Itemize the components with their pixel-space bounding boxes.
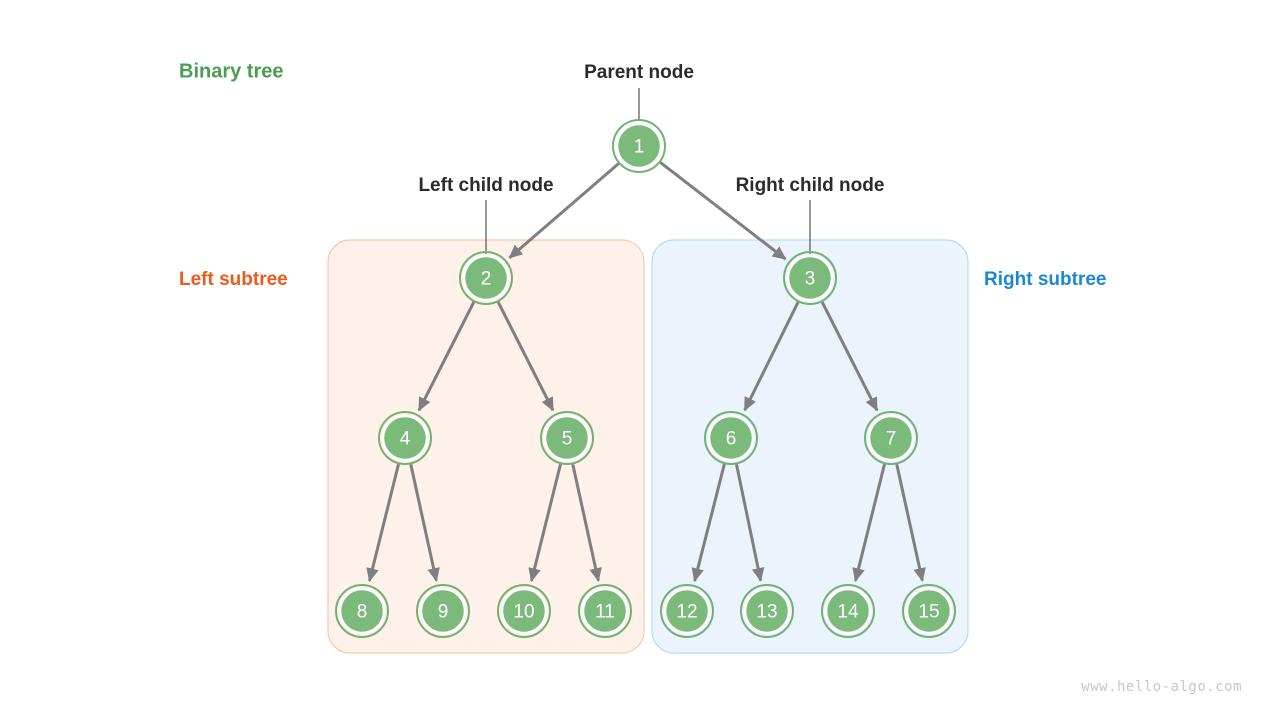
node-circle [500, 587, 548, 635]
node-outer-ring [497, 584, 551, 638]
node-outer-ring [459, 251, 513, 305]
node-circle [905, 587, 953, 635]
tree-edge-6-to-13 [735, 464, 765, 582]
tree-node-6[interactable]: 6 [704, 411, 758, 465]
tree-edge-3-to-7 [820, 301, 879, 412]
node-outer-ring [902, 584, 956, 638]
tree-node-5[interactable]: 5 [540, 411, 594, 465]
tree-edge-7-to-15 [895, 464, 926, 582]
tree-node-8[interactable]: 8 [335, 584, 389, 638]
node-outer-ring [864, 411, 918, 465]
node-value-label: 10 [513, 602, 534, 623]
node-outer-ring [783, 251, 837, 305]
left-subtree-label: Left subtree [179, 269, 288, 290]
node-outer-ring [821, 584, 875, 638]
node-value-label: 3 [805, 269, 816, 290]
node-value-label: 8 [357, 602, 368, 623]
tree-node-12[interactable]: 12 [660, 584, 714, 638]
tree-edge-1-to-2 [508, 162, 620, 259]
node-value-label: 9 [438, 602, 449, 623]
tree-node-2[interactable]: 2 [459, 251, 513, 305]
tree-edge-4-to-9 [409, 464, 440, 582]
node-value-label: 1 [634, 137, 645, 158]
node-circle [615, 122, 663, 170]
tree-edge-1-to-3 [659, 161, 787, 261]
node-circle [381, 414, 429, 462]
node-outer-ring [416, 584, 470, 638]
node-outer-ring [612, 119, 666, 173]
parent-node-callout: Parent node [584, 62, 694, 83]
node-outer-ring [540, 411, 594, 465]
node-circle [419, 587, 467, 635]
tree-edge-2-to-4 [417, 301, 476, 412]
node-circle [663, 587, 711, 635]
tree-node-10[interactable]: 10 [497, 584, 551, 638]
tree-edge-5-to-11 [571, 464, 602, 582]
node-circle [867, 414, 915, 462]
tree-node-4[interactable]: 4 [378, 411, 432, 465]
node-circle [707, 414, 755, 462]
tree-node-9[interactable]: 9 [416, 584, 470, 638]
callout-leaders [485, 88, 811, 254]
node-circle [581, 587, 629, 635]
tree-node-7[interactable]: 7 [864, 411, 918, 465]
node-circle [824, 587, 872, 635]
tree-edges [366, 161, 926, 583]
node-outer-ring [740, 584, 794, 638]
right-child-node-callout: Right child node [736, 175, 885, 196]
node-value-label: 2 [481, 269, 492, 290]
node-value-label: 11 [595, 602, 615, 623]
tree-edge-6-to-12 [691, 463, 726, 583]
left-child-node-callout: Left child node [418, 175, 553, 196]
node-value-label: 12 [676, 602, 697, 623]
node-outer-ring [335, 584, 389, 638]
node-circle [462, 254, 510, 302]
node-value-label: 14 [837, 602, 859, 623]
tree-edge-3-to-6 [743, 301, 800, 412]
node-outer-ring [660, 584, 714, 638]
node-circle [743, 587, 791, 635]
node-circle [543, 414, 591, 462]
watermark: www.hello-algo.com [1081, 679, 1242, 695]
tree-edge-4-to-8 [366, 463, 400, 583]
node-outer-ring [578, 584, 632, 638]
tree-node-1[interactable]: 1 [612, 119, 666, 173]
tree-edge-7-to-14 [852, 463, 886, 583]
figure-title: Binary tree [179, 60, 284, 82]
tree-node-11[interactable]: 11 [578, 584, 632, 638]
node-circle [338, 587, 386, 635]
node-value-label: 4 [400, 429, 411, 450]
node-value-label: 15 [918, 602, 939, 623]
tree-node-13[interactable]: 13 [740, 584, 794, 638]
node-value-label: 7 [886, 429, 897, 450]
node-circle [786, 254, 834, 302]
subtree-regions [327, 239, 969, 654]
right-subtree-label: Right subtree [984, 269, 1106, 290]
tree-edge-2-to-5 [496, 301, 555, 412]
tree-node-3[interactable]: 3 [783, 251, 837, 305]
node-outer-ring [378, 411, 432, 465]
tree-edge-5-to-10 [528, 463, 562, 583]
node-value-label: 13 [756, 602, 777, 623]
tree-node-14[interactable]: 14 [821, 584, 875, 638]
node-value-label: 5 [562, 429, 573, 450]
node-value-label: 6 [726, 429, 737, 450]
node-outer-ring [704, 411, 758, 465]
tree-node-15[interactable]: 15 [902, 584, 956, 638]
